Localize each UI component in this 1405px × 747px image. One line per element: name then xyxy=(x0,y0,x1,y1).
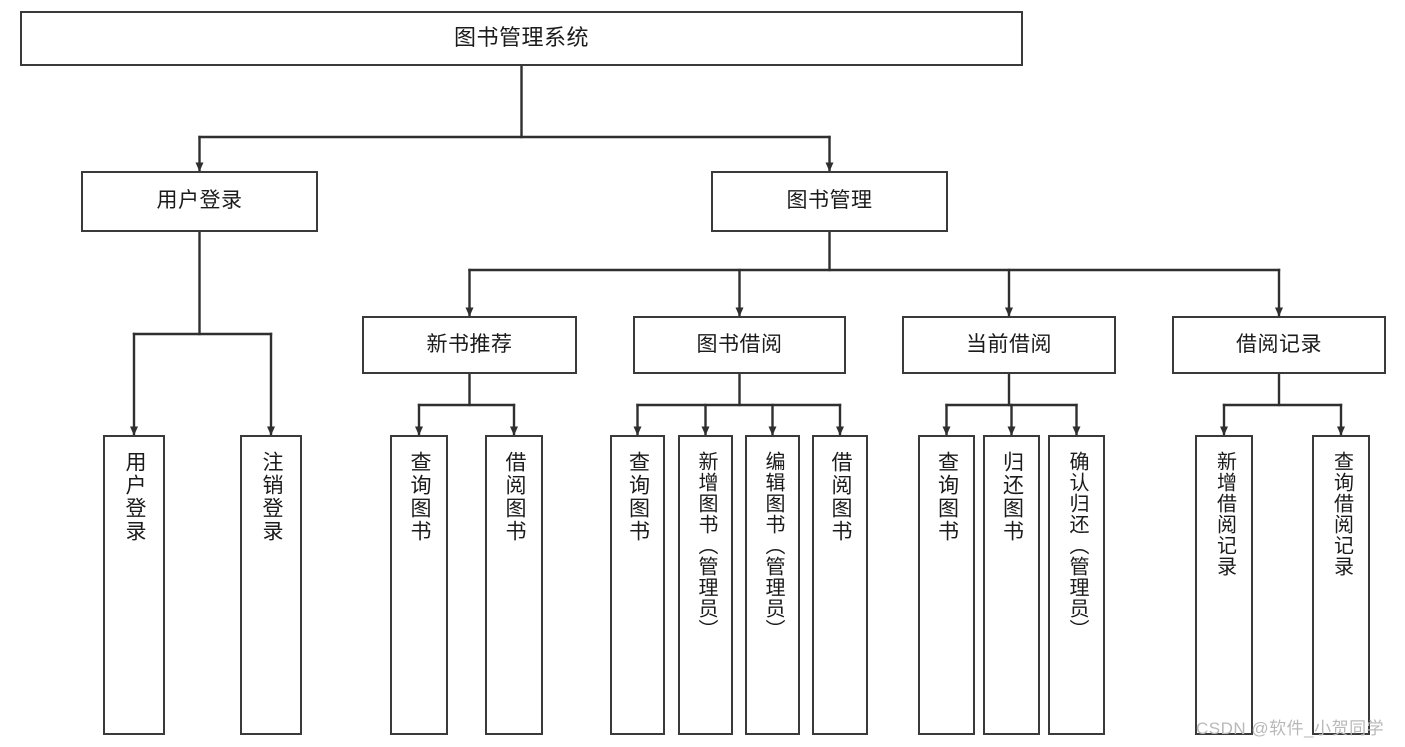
node-label: 新增借阅记录 xyxy=(1213,451,1236,577)
node-label: 查询图书 xyxy=(626,451,650,543)
node-l_bo_q[interactable]: 查询图书 xyxy=(610,435,665,735)
node-login[interactable]: 用户登录 xyxy=(81,171,318,232)
node-l_re_add[interactable]: 新增借阅记录 xyxy=(1195,435,1253,735)
node-newbook[interactable]: 新书推荐 xyxy=(362,316,577,374)
node-label: 用户登录 xyxy=(156,189,243,213)
node-label: 借阅图书 xyxy=(503,451,527,543)
node-l_cu_c[interactable]: 确认归还（管理员） xyxy=(1048,435,1105,735)
node-label: 查询图书 xyxy=(408,451,432,543)
node-label: 图书管理 xyxy=(786,189,873,213)
node-label: 用户登录 xyxy=(123,451,147,543)
node-label: 注销登录 xyxy=(260,451,284,543)
node-l_login[interactable]: 用户登录 xyxy=(103,435,165,735)
node-label: 查询图书 xyxy=(935,451,959,543)
node-root[interactable]: 图书管理系统 xyxy=(20,11,1023,66)
node-l_re_q[interactable]: 查询借阅记录 xyxy=(1312,435,1370,735)
node-label: 借阅记录 xyxy=(1236,332,1322,356)
node-label: 确认归还（管理员） xyxy=(1066,451,1088,640)
node-l_cu_q[interactable]: 查询图书 xyxy=(918,435,975,735)
edge-paths xyxy=(130,64,1345,436)
watermark: CSDN @软件_小贺同学 xyxy=(1196,719,1385,738)
node-records[interactable]: 借阅记录 xyxy=(1172,316,1386,374)
node-bookmgmt[interactable]: 图书管理 xyxy=(711,171,948,232)
node-label: 借阅图书 xyxy=(829,451,853,543)
node-label: 编辑图书（管理员） xyxy=(762,451,784,640)
node-l_logout[interactable]: 注销登录 xyxy=(240,435,302,735)
node-label: 查询借阅记录 xyxy=(1330,451,1353,577)
node-l_bo_edit[interactable]: 编辑图书（管理员） xyxy=(745,435,800,735)
node-l_bo_b[interactable]: 借阅图书 xyxy=(812,435,868,735)
node-label: 归还图书 xyxy=(1000,451,1024,543)
node-l_nb_b[interactable]: 借阅图书 xyxy=(485,435,543,735)
node-label: 图书管理系统 xyxy=(453,25,589,51)
node-label: 图书借阅 xyxy=(696,332,783,356)
node-l_nb_q[interactable]: 查询图书 xyxy=(390,435,448,735)
node-label: 新增图书（管理员） xyxy=(695,451,717,640)
node-l_bo_add[interactable]: 新增图书（管理员） xyxy=(678,435,733,735)
node-current[interactable]: 当前借阅 xyxy=(902,316,1116,374)
node-label: 当前借阅 xyxy=(966,332,1052,356)
node-l_cu_r[interactable]: 归还图书 xyxy=(983,435,1040,735)
node-label: 新书推荐 xyxy=(426,332,513,356)
node-borrow[interactable]: 图书借阅 xyxy=(633,316,846,374)
